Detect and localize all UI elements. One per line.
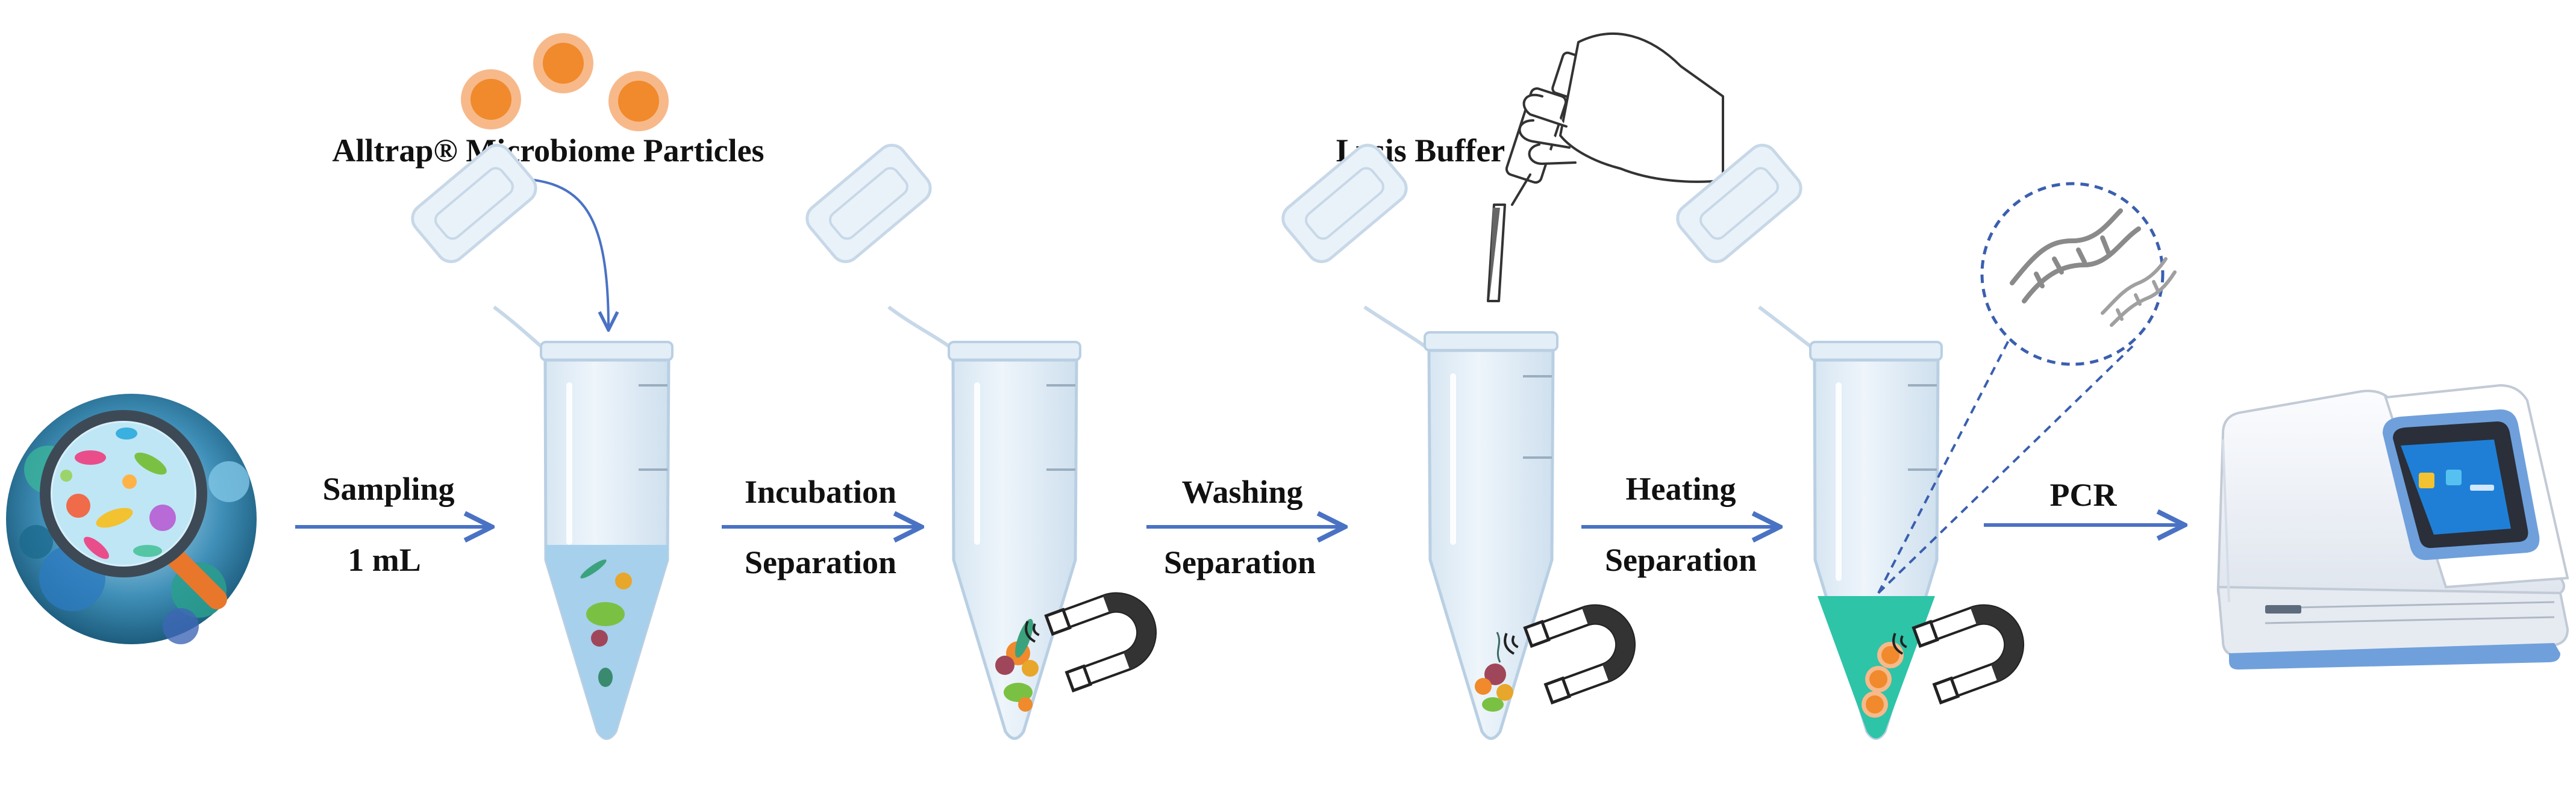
step-5-top-label: PCR: [2050, 477, 2118, 513]
step-5: PCR: [1984, 477, 2182, 525]
sample-microbiome-icon: [6, 394, 257, 644]
step-4: Heating Separation: [1581, 471, 1777, 578]
step-4-bottom-label: Separation: [1605, 542, 1757, 578]
step-2-bottom-label: Separation: [745, 544, 896, 580]
horseshoe-magnet-icon: [1025, 592, 1157, 693]
pcr-instrument-icon: [2216, 384, 2569, 670]
step-1: Sampling: [295, 471, 489, 527]
tube-1: [411, 143, 674, 740]
dna-helix-icon: [2010, 208, 2141, 303]
step-1-top-label: Sampling: [322, 471, 454, 507]
step-3-bottom-label: Separation: [1164, 544, 1316, 580]
pipette-hand-icon: [1487, 32, 1724, 302]
dna-helix-icon-small: [2101, 257, 2177, 327]
step-2: Incubation Separation: [722, 474, 919, 580]
step-2-top-label: Incubation: [745, 474, 896, 510]
microbiome-particles-icon: [461, 33, 669, 131]
particles-label: Alltrap® Microbiome Particles: [332, 132, 764, 169]
bound-particles: [1862, 642, 1904, 718]
tube-2: [805, 143, 1081, 740]
step-3-top-label: Washing: [1181, 474, 1302, 510]
step-1-volume-label: 1 mL: [348, 542, 421, 578]
tube-3: [1281, 143, 1558, 740]
tube-4: [1676, 143, 1943, 740]
horseshoe-magnet-icon: [1892, 604, 2024, 705]
step-3: Washing Separation: [1146, 474, 1342, 580]
dna-zoom: [1877, 182, 2177, 594]
step-4-top-label: Heating: [1626, 471, 1736, 507]
horseshoe-magnet-icon: [1504, 604, 1636, 705]
magnifier-icon: [40, 410, 227, 609]
